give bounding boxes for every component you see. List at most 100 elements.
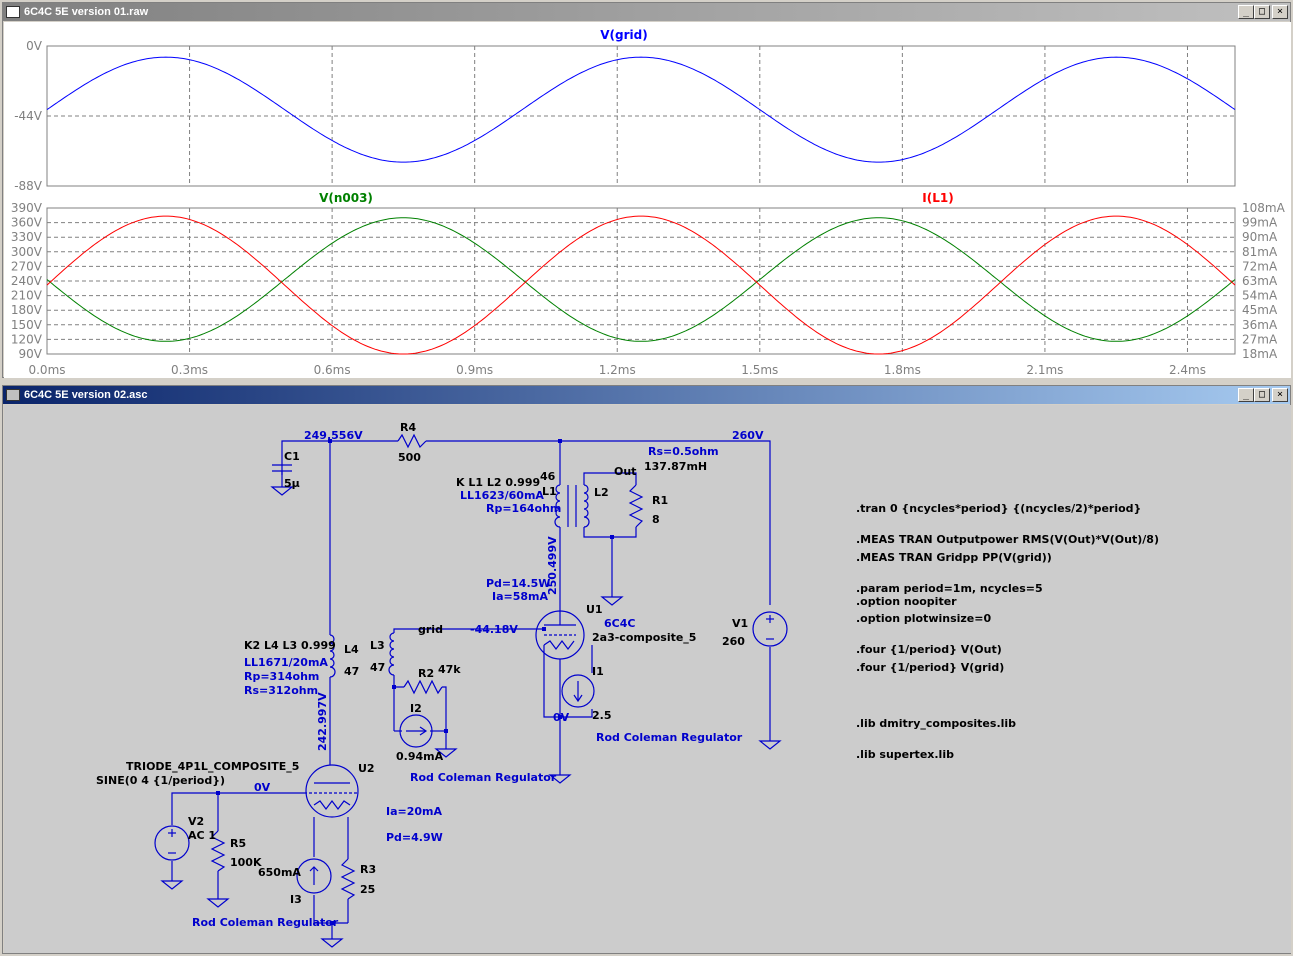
svg-text:46: 46 [540, 470, 556, 483]
svg-text:47: 47 [344, 665, 359, 678]
current-source-i3-icon [296, 858, 332, 894]
directive: .four {1/period} V(grid) [856, 661, 1004, 674]
pane1-ytick: -88V [14, 179, 43, 193]
net-voltage-label: 249.556V [304, 429, 363, 442]
svg-text:U2: U2 [358, 762, 375, 775]
pane1-ytick: -44V [14, 109, 43, 123]
svg-text:I2: I2 [410, 702, 422, 715]
svg-text:AC 1: AC 1 [188, 829, 216, 842]
svg-text:2.5: 2.5 [592, 709, 612, 722]
schematic-window-title: 6C4C 5E version 02.asc [24, 389, 148, 401]
ground-icon [206, 898, 230, 908]
maximize-button[interactable]: □ [1254, 5, 1270, 19]
directive: .lib dmitry_composites.lib [856, 717, 1016, 730]
waveform-plot[interactable]: V(grid) 0V -44V -88V V(n003) I(L1) 390V3… [4, 22, 1291, 378]
net-voltage-label: 0V [254, 781, 271, 794]
resistor-r1-icon [628, 484, 644, 528]
x-tick-label: 0.9ms [456, 363, 493, 377]
pane2-right-ytick: 18mA [1242, 347, 1278, 361]
pane2-right-ytick: 36mA [1242, 318, 1278, 332]
pane2-right-ytick: 27mA [1242, 332, 1278, 346]
pane2-left-ticks: 390V360V330V300V270V240V210V180V150V120V… [11, 201, 43, 361]
net-voltage-label: 0V [553, 711, 570, 724]
minimize-button[interactable]: _ [1238, 388, 1254, 402]
x-tick-label: 0.6ms [314, 363, 351, 377]
svg-text:L1: L1 [542, 485, 557, 498]
plot-window-titlebar[interactable]: 6C4C 5E version 01.raw _ □ × [3, 3, 1290, 21]
pane2-right-ytick: 45mA [1242, 303, 1278, 317]
maximize-button[interactable]: □ [1254, 388, 1270, 402]
directive: .MEAS TRAN Gridpp PP(V(grid)) [856, 551, 1052, 564]
close-button[interactable]: × [1272, 388, 1288, 402]
voltage-source-v2-icon [154, 825, 190, 861]
schematic-window: 6C4C 5E version 02.asc _ □ × [2, 385, 1291, 954]
svg-text:2a3-composite_5: 2a3-composite_5 [592, 631, 696, 644]
net-voltage-label: 250.499V [546, 536, 559, 595]
schematic-window-titlebar[interactable]: 6C4C 5E version 02.asc _ □ × [3, 386, 1290, 404]
svg-text:47k: 47k [438, 663, 461, 676]
svg-text:500: 500 [398, 451, 421, 464]
pane2-right-trace-label[interactable]: I(L1) [922, 191, 953, 205]
pane1-ytick: 0V [26, 39, 43, 53]
x-tick-label: 2.1ms [1026, 363, 1063, 377]
schematic-canvas[interactable]: 249.556V 260V 250.499V 242.997V grid -44… [4, 405, 1291, 953]
plot-window: 6C4C 5E version 01.raw _ □ × V(grid) 0V … [2, 2, 1291, 378]
minimize-button[interactable]: _ [1238, 5, 1254, 19]
inductor-l1-icon [554, 484, 561, 528]
net-voltage-label: 242.997V [316, 692, 329, 751]
svg-text:K2 L4 L3 0.999: K2 L4 L3 0.999 [244, 639, 336, 652]
svg-text:R5: R5 [230, 837, 246, 850]
pane2-left-trace-label[interactable]: V(n003) [319, 191, 373, 205]
svg-text:47: 47 [370, 661, 385, 674]
resistor-r5-icon [210, 830, 226, 872]
svg-text:LL1623/60mA: LL1623/60mA [460, 489, 544, 502]
svg-text:6C4C: 6C4C [604, 617, 635, 630]
svg-text:Ia=20mA: Ia=20mA [386, 805, 443, 818]
pane2-left-ytick: 240V [11, 274, 43, 288]
waveform-window-icon [6, 6, 20, 18]
vn003-trace[interactable] [46, 217, 1236, 342]
junction-dots [216, 439, 614, 925]
directive: .param period=1m, ncycles=5 [856, 582, 1043, 595]
directive: .four {1/period} V(Out) [856, 643, 1002, 656]
plot-window-title: 6C4C 5E version 01.raw [24, 6, 149, 18]
svg-text:Rp=164ohm: Rp=164ohm [486, 502, 561, 515]
net-name-label: Out [614, 465, 636, 478]
pane2-right-ytick: 63mA [1242, 274, 1278, 288]
svg-text:C1: C1 [284, 450, 300, 463]
svg-text:R2: R2 [418, 667, 434, 680]
svg-text:Pd=4.9W: Pd=4.9W [386, 831, 443, 844]
inductor-l2-icon [583, 484, 590, 528]
resistor-r3-icon [340, 858, 356, 900]
component-symbols [154, 433, 788, 948]
pane2-right-ytick: 72mA [1242, 259, 1278, 273]
svg-text:260: 260 [722, 635, 745, 648]
spice-directives[interactable]: .tran 0 {ncycles*period} {(ncycles/2)*pe… [856, 502, 1159, 761]
ground-icon [600, 596, 624, 606]
voltage-source-v1-icon [752, 611, 788, 647]
net-name-label: grid [418, 623, 443, 636]
vgrid-trace[interactable] [46, 56, 1236, 163]
pane1-trace-label[interactable]: V(grid) [600, 28, 647, 42]
svg-text:L2: L2 [594, 486, 609, 499]
x-tick-label: 1.2ms [599, 363, 636, 377]
x-tick-label: 1.5ms [741, 363, 778, 377]
pane2-grid [47, 208, 1235, 354]
directive: .MEAS TRAN Outputpower RMS(V(Out)*V(Out)… [856, 533, 1159, 546]
svg-text:I1: I1 [592, 665, 604, 678]
pane2-left-ytick: 180V [11, 303, 43, 317]
directive: .option noopiter [856, 595, 957, 608]
il1-trace[interactable] [46, 215, 1236, 355]
x-tick-label: 0.0ms [28, 363, 65, 377]
svg-text:8: 8 [652, 513, 660, 526]
resistor-r4-icon [397, 433, 427, 449]
ground-icon [160, 880, 184, 890]
close-button[interactable]: × [1272, 5, 1288, 19]
pane2-right-ticks: 108mA99mA90mA81mA72mA63mA54mA45mA36mA27m… [1242, 201, 1286, 361]
inductor-l4-icon [329, 634, 336, 678]
pane2-right-ytick: 108mA [1242, 201, 1286, 215]
triode-u2-icon [305, 764, 359, 818]
svg-text:R1: R1 [652, 494, 668, 507]
pane2-left-ytick: 300V [11, 245, 43, 259]
